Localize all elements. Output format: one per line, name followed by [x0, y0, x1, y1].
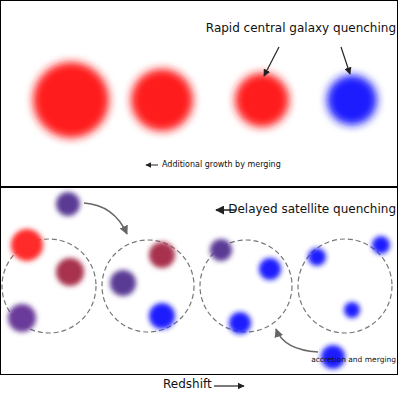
- panel-annotation: Delayed satellite quenching: [228, 203, 396, 217]
- group-halo: [2, 239, 392, 333]
- accretion-arrow: [276, 329, 318, 352]
- central-galaxies: [33, 62, 377, 138]
- direction-arrow: [146, 165, 158, 166]
- axis-label: Redshift: [163, 378, 212, 392]
- top-panel: [1, 1, 398, 187]
- growth-note: Additional growth by merging: [162, 160, 281, 169]
- satellite-galaxies: [8, 192, 390, 369]
- axis-arrow: [214, 385, 244, 386]
- accretion-note: accretion and merging: [311, 356, 396, 365]
- accretion-arrow: [84, 203, 127, 234]
- bottom-panel: [1, 188, 398, 375]
- panel-annotation: Rapid central galaxy quenching: [206, 22, 396, 36]
- pointer-arrow: [264, 47, 279, 76]
- pointer-arrow: [341, 47, 350, 74]
